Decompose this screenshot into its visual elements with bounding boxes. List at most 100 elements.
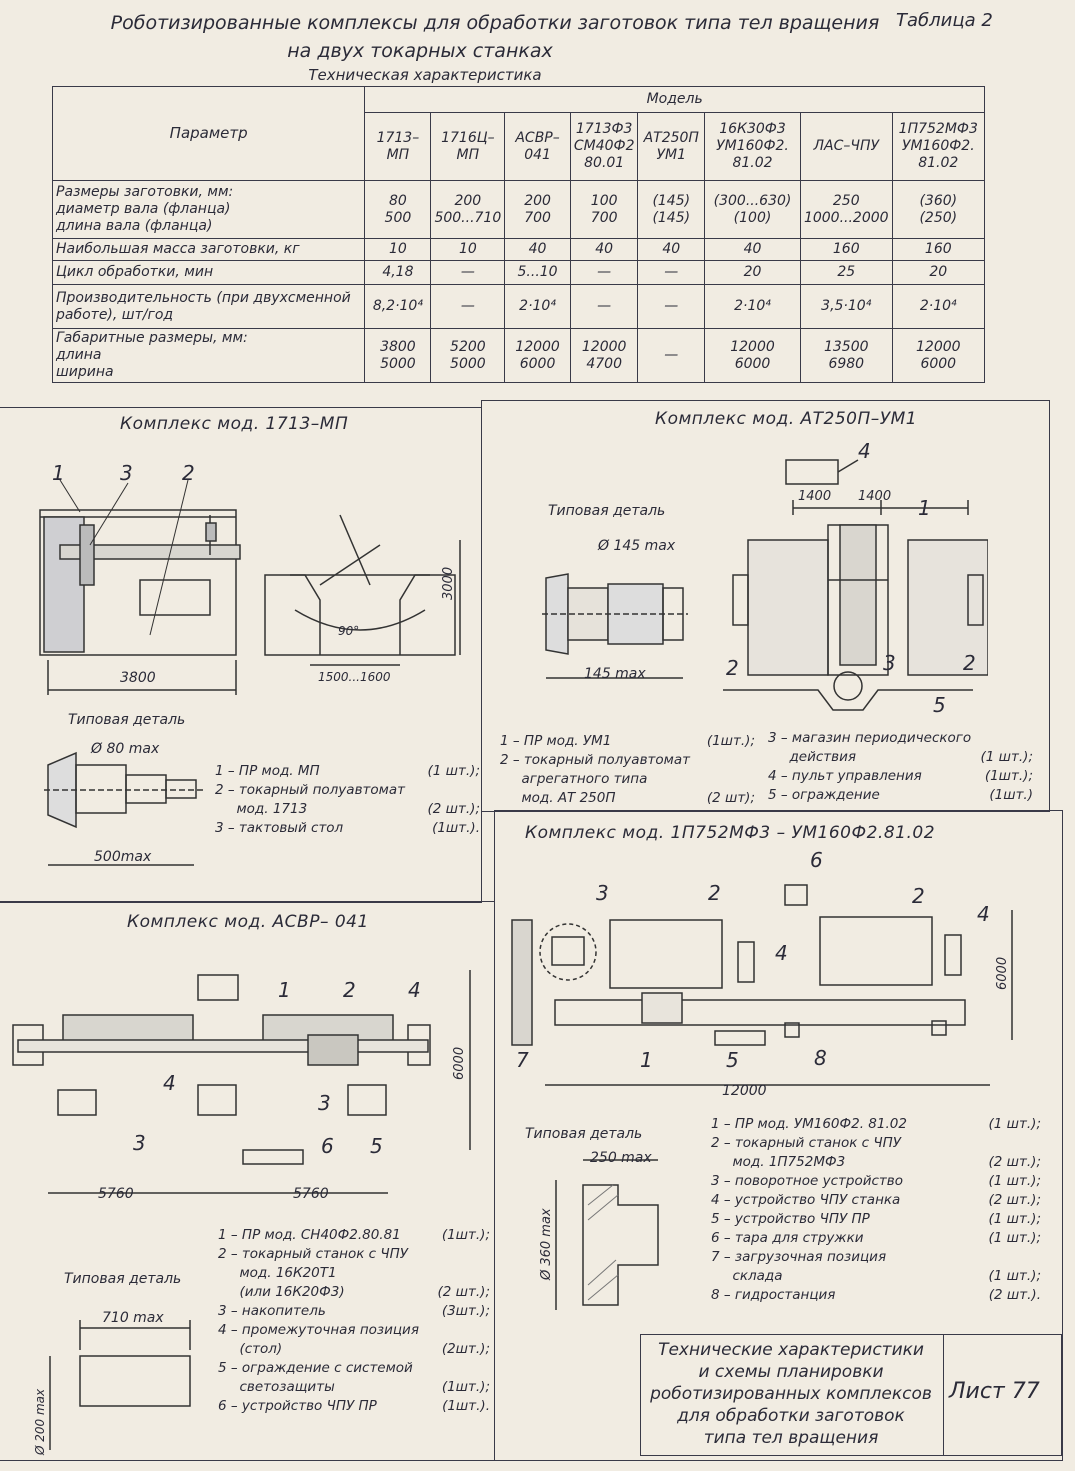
value-cell: 200 700: [504, 180, 571, 239]
legend-item: 2 – токарный станок с ЧПУ мод. 16К20Т1 (…: [218, 1245, 490, 1302]
value-cell: 100 700: [569, 180, 639, 239]
model-header: Модель: [364, 86, 985, 113]
callout-3: 3: [120, 461, 133, 485]
value-cell: 2·10⁴: [704, 284, 801, 329]
part-title-1p752: Типовая деталь: [525, 1126, 643, 1142]
model-col-header: 1П752МФ3 УМ160Ф2. 81.02: [891, 112, 986, 181]
legend-qty: (1шт.);: [441, 1379, 490, 1395]
sheet-title: Роботизированные комплексы для обработки…: [110, 12, 880, 34]
part-d-asvr: Ø 200 max: [33, 1388, 47, 1456]
legend-1p752: 1 – ПР мод. УМ160Ф2. 81.02(1 шт.);2 – то…: [711, 1115, 1041, 1305]
value-cell: 20: [891, 260, 986, 285]
legend-item: 5 – ограждение с системой светозащиты(1ш…: [218, 1359, 490, 1397]
legend-item: 4 – промежуточная позиция (стол)(2шт.);: [218, 1321, 490, 1359]
legend-qty: (2 шт.);: [437, 1284, 490, 1300]
legend-item: 5 – устройство ЧПУ ПР(1 шт.);: [711, 1210, 1041, 1229]
legend-item: 3 – накопитель (3шт.);: [218, 1302, 490, 1321]
callout-at-3: 3: [883, 651, 896, 675]
legend-qty: (1 шт.);: [988, 1116, 1041, 1132]
legend-qty: (2 шт.);: [988, 1154, 1041, 1170]
legend-qty: (1 шт.);: [427, 763, 480, 779]
value-cell: 40: [637, 238, 706, 261]
title-block: Технические характеристики и схемы плани…: [640, 1334, 1062, 1456]
layout-at250: 1400 1400 4 1 2 3 2 5: [723, 440, 988, 717]
value-cell: 2·10⁴: [504, 284, 571, 329]
legend-item: 1 – ПР мод. УМ1(1шт.);: [500, 732, 755, 751]
sheet-number: Лист 77: [949, 1379, 1040, 1404]
legend-qty: (1 шт.);: [980, 749, 1033, 765]
value-cell: 40: [569, 238, 639, 261]
dim-5760b: 5760: [293, 1186, 329, 1202]
legend-item: 6 – тара для стружки(1 шт.);: [711, 1229, 1041, 1248]
value-cell: 40: [504, 238, 571, 261]
table-row: Производительность (при двухсменной рабо…: [51, 284, 986, 329]
legend-qty: (3шт.);: [441, 1303, 490, 1319]
legend-item: 1 – ПР мод. УМ160Ф2. 81.02 (1 шт.);: [711, 1115, 1041, 1134]
section-title-1713: Комплекс мод. 1713–МП: [120, 414, 349, 434]
part-d-at250: Ø 145 max: [597, 538, 676, 554]
callout-as-5: 5: [370, 1134, 383, 1158]
table-caption: Техническая характеристика: [308, 66, 542, 84]
value-cell: 8,2·10⁴: [364, 284, 432, 329]
callout-at-2b: 2: [963, 651, 976, 675]
legend-item: 1 – ПР мод. МП (1 шт.);: [215, 762, 480, 781]
callout-at-4: 4: [858, 440, 871, 463]
param-cell: Габаритные размеры, мм: длина ширина: [51, 328, 366, 383]
legend-qty: (2 шт.).: [988, 1287, 1041, 1303]
callout-as-3a: 3: [318, 1091, 331, 1115]
value-cell: 5...10: [504, 260, 571, 285]
value-cell: (145) (145): [637, 180, 706, 239]
model-col-header: АТ250П УМ1: [637, 112, 706, 181]
param-cell: Размеры заготовки, мм: диаметр вала (фла…: [51, 180, 366, 239]
legend-qty: (1 шт.);: [988, 1173, 1041, 1189]
value-cell: 2·10⁴: [891, 284, 986, 329]
section-title-1p752: Комплекс мод. 1П752МФ3 – УМ160Ф2.81.02: [525, 823, 936, 843]
legend-item: 2 – токарный полуавтомат агрегатного тип…: [500, 751, 755, 808]
legend-text: 4 – пульт управления: [768, 768, 922, 784]
callout-1: 1: [52, 461, 65, 485]
dim-3000: 3000: [441, 567, 456, 600]
legend-qty: (1шт.).: [442, 1398, 490, 1414]
legend-text: 1 – ПР мод. МП: [215, 763, 320, 779]
callout-1p-1: 1: [640, 1048, 653, 1072]
legend-text: 5 – устройство ЧПУ ПР: [711, 1211, 870, 1227]
value-cell: —: [637, 260, 706, 285]
legend-text: 7 – загрузочная позиция склада: [711, 1249, 887, 1284]
callout-at-2a: 2: [726, 656, 739, 680]
part-sketch-1713: Ø 80 max 500max: [44, 741, 206, 866]
part-sketch-1p752: 250 max Ø 360 max: [539, 1150, 659, 1310]
callout-1p-2a: 2: [708, 881, 721, 905]
callout-as-3b: 3: [133, 1131, 146, 1155]
table-row: Размеры заготовки, мм: диаметр вала (фла…: [51, 180, 986, 239]
model-col-header: ЛАС–ЧПУ: [799, 112, 893, 181]
callout-as-2: 2: [343, 978, 356, 1002]
value-cell: 4,18: [364, 260, 432, 285]
value-cell: —: [569, 260, 639, 285]
part-l-asvr: 710 max: [102, 1310, 164, 1326]
legend-item: 1 – ПР мод. СН40Ф2.80.81(1шт.);: [218, 1226, 490, 1245]
legend-qty: (1шт.).: [432, 820, 480, 836]
dim-6000-as: 6000: [452, 1047, 467, 1080]
part-title-1713: Типовая деталь: [68, 712, 186, 728]
legend-qty: (1шт.);: [441, 1227, 490, 1243]
part-title-at250: Типовая деталь: [548, 503, 666, 519]
legend-at250-left: 1 – ПР мод. УМ1(1шт.);2 – токарный полуа…: [500, 732, 755, 808]
legend-text: 1 – ПР мод. УМ160Ф2. 81.02: [711, 1116, 907, 1132]
value-cell: 10: [430, 238, 506, 261]
part-title-asvr: Типовая деталь: [64, 1271, 182, 1287]
legend-qty: (1 шт.);: [988, 1268, 1041, 1284]
legend-text: 3 – накопитель: [218, 1303, 326, 1319]
part-d-1713: Ø 80 max: [90, 741, 160, 757]
value-cell: 12000 4700: [569, 328, 639, 383]
callout-leaders-1713: [59, 479, 189, 636]
value-cell: 3800 5000: [364, 328, 432, 383]
section-frame-2: [481, 400, 1050, 812]
part-l-1p752: 250 max: [590, 1150, 652, 1166]
callout-1p-2b: 2: [912, 884, 925, 908]
legend-item: 3 – поворотное устройство(1 шт.);: [711, 1172, 1041, 1191]
callout-1p-4a: 4: [775, 941, 788, 965]
value-cell: 200 500...710: [430, 180, 506, 239]
